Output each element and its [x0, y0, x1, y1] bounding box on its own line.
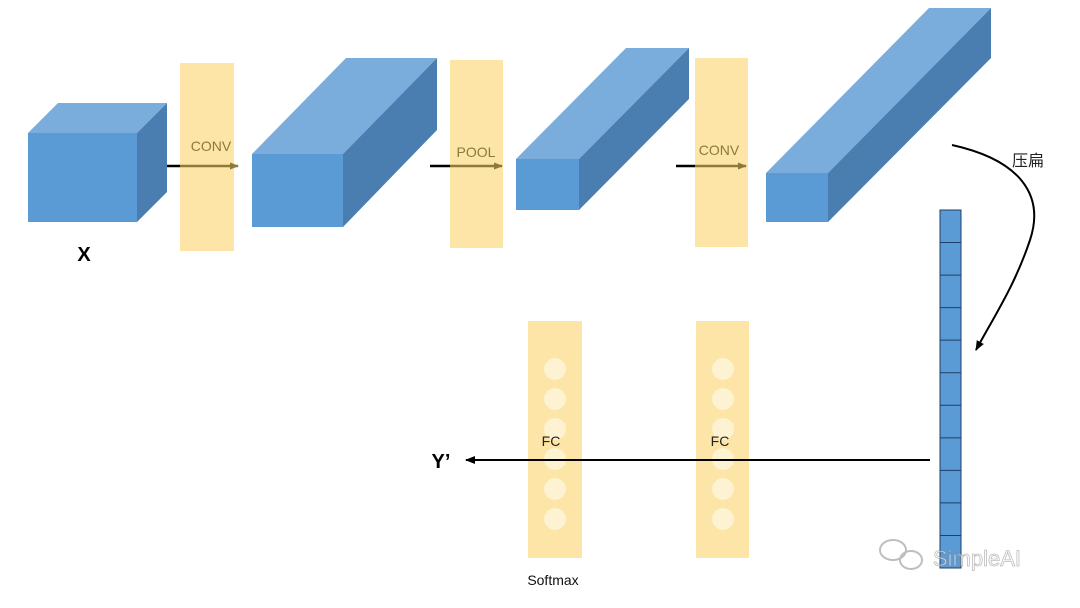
neuron — [544, 478, 566, 500]
watermark-text: SimpleAI — [933, 546, 1021, 571]
flatten-label: 压扁 — [1012, 152, 1044, 170]
conv-layer-2 — [695, 58, 748, 247]
softmax-label: Softmax — [527, 572, 578, 588]
flattened-vector — [939, 209, 962, 569]
conv-2-label: CONV — [699, 142, 740, 158]
neuron — [544, 358, 566, 380]
neuron — [712, 388, 734, 410]
feature-map-1 — [252, 58, 437, 227]
input-label: X — [77, 244, 91, 266]
pool-layer — [450, 60, 503, 248]
fc-label: FC — [711, 433, 730, 449]
neuron — [712, 508, 734, 530]
feature-map-2 — [516, 48, 689, 210]
watermark: SimpleAI — [879, 539, 1021, 571]
neuron — [712, 478, 734, 500]
input-cube — [28, 103, 167, 222]
pool-label: POOL — [457, 144, 496, 160]
fc-softmax-label: FC — [542, 433, 561, 449]
conv-1-label: CONV — [191, 138, 232, 154]
conv-layer-1 — [180, 63, 234, 251]
neuron — [544, 508, 566, 530]
neuron — [544, 388, 566, 410]
chat-bubbles-icon — [879, 539, 923, 570]
neuron — [544, 418, 566, 440]
flatten-arrow — [951, 144, 1036, 351]
output-label: Y’ — [432, 451, 451, 473]
fc-neurons — [712, 358, 734, 530]
neuron — [712, 358, 734, 380]
neuron — [712, 418, 734, 440]
feature-map-3 — [766, 8, 991, 222]
